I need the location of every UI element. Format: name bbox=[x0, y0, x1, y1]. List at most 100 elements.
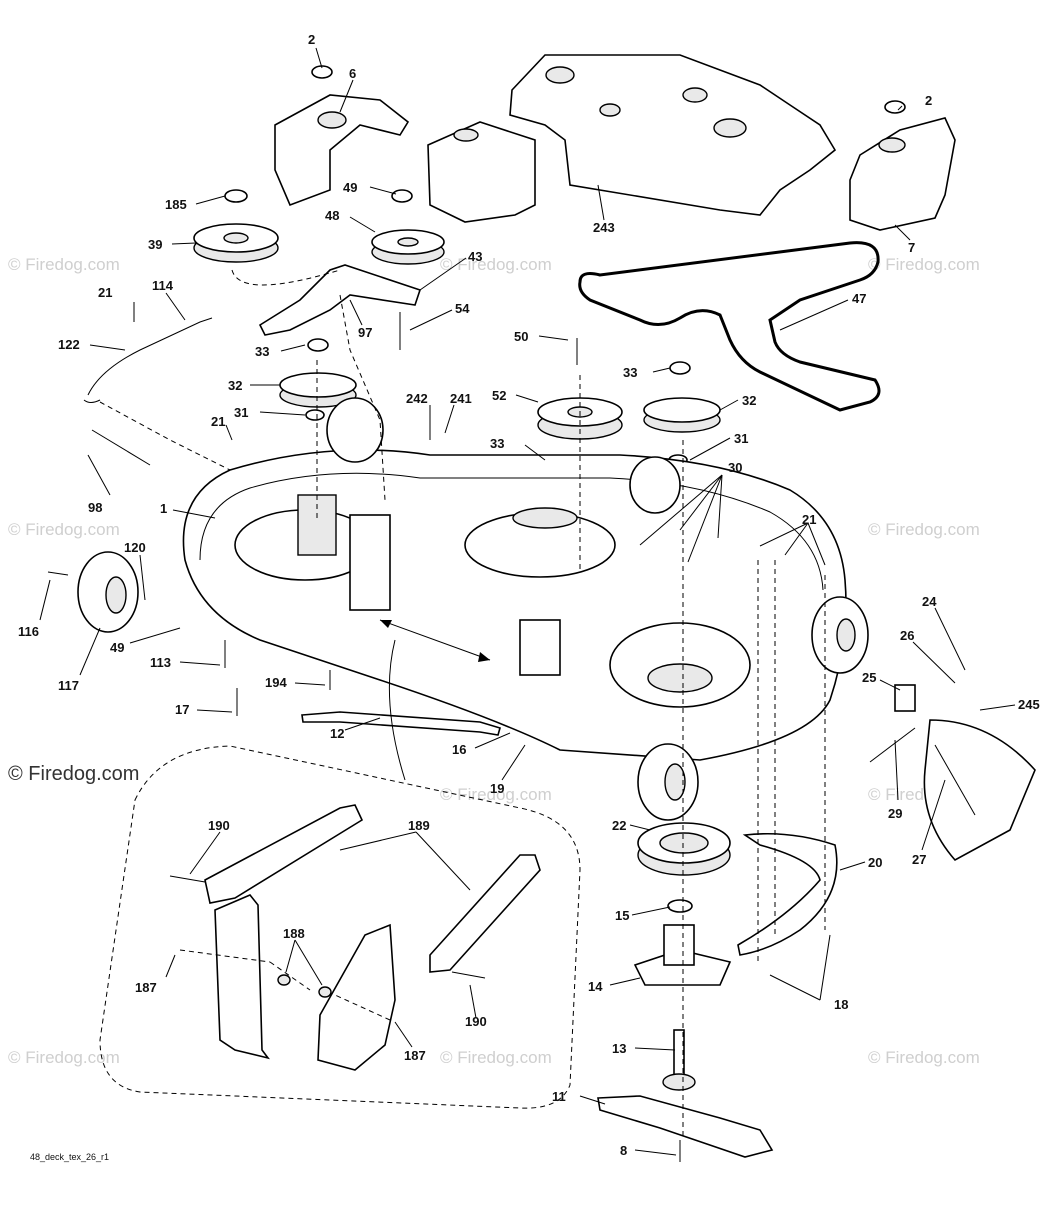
watermark: © Firedog.com bbox=[868, 520, 980, 539]
part-label[interactable]: 116 bbox=[18, 624, 39, 639]
part-label[interactable]: 25 bbox=[862, 670, 876, 685]
part-label[interactable]: 30 bbox=[728, 460, 742, 475]
part-label[interactable]: 47 bbox=[852, 291, 866, 306]
part-label[interactable]: 1 bbox=[160, 501, 167, 516]
blade-11 bbox=[597, 1095, 774, 1158]
watermark: © Firedog.com bbox=[440, 1048, 552, 1067]
part-label[interactable]: 187 bbox=[135, 980, 157, 995]
bolt-116 bbox=[47, 571, 69, 576]
part-label[interactable]: 32 bbox=[228, 378, 242, 393]
part-label[interactable]: 243 bbox=[593, 220, 615, 235]
bolt-190 bbox=[169, 875, 206, 883]
deflector-plate-left bbox=[214, 894, 270, 1060]
part-label[interactable]: 8 bbox=[620, 1143, 627, 1158]
part-label[interactable]: 190 bbox=[208, 818, 230, 833]
part-label[interactable]: 27 bbox=[912, 852, 926, 867]
watermark: © Firedog.com bbox=[8, 520, 120, 539]
baffle-20 bbox=[737, 832, 838, 956]
part-label[interactable]: 188 bbox=[283, 926, 305, 941]
nut-188 bbox=[318, 986, 332, 998]
diagram-code: 48_deck_tex_26_r1 bbox=[30, 1152, 109, 1162]
belt-cover-center-left bbox=[427, 121, 536, 223]
part-label[interactable]: 97 bbox=[358, 325, 372, 340]
part-label[interactable]: 2 bbox=[925, 93, 932, 108]
part-label[interactable]: 49 bbox=[110, 640, 124, 655]
spindle-housing-14 bbox=[633, 924, 732, 986]
part-label[interactable]: 113 bbox=[150, 655, 171, 670]
watermark: © Firedog.com bbox=[868, 255, 980, 274]
pulley-32-right bbox=[643, 361, 721, 466]
idler-pulley-39 bbox=[193, 189, 279, 263]
part-label[interactable]: 114 bbox=[152, 278, 174, 293]
part-label[interactable]: 26 bbox=[900, 628, 914, 643]
part-label[interactable]: 20 bbox=[868, 855, 882, 870]
part-label[interactable]: 29 bbox=[888, 806, 902, 821]
gauge-wheel-rear-left bbox=[326, 397, 384, 463]
part-label[interactable]: 31 bbox=[734, 431, 748, 446]
watermark: © Firedog.com bbox=[440, 785, 552, 804]
part-label[interactable]: 15 bbox=[615, 908, 629, 923]
rod-114 bbox=[87, 317, 213, 396]
leader-lines bbox=[39, 47, 1016, 1156]
link-12 bbox=[301, 711, 501, 736]
part-label[interactable]: 21 bbox=[211, 414, 225, 429]
part-label[interactable]: 2 bbox=[308, 32, 315, 47]
part-label[interactable]: 49 bbox=[343, 180, 357, 195]
bracket-arm-lower bbox=[429, 854, 541, 973]
part-label[interactable]: 187 bbox=[404, 1048, 426, 1063]
part-label[interactable]: 245 bbox=[1018, 697, 1040, 712]
bearing-housing-22 bbox=[637, 822, 731, 876]
part-label[interactable]: 33 bbox=[490, 436, 504, 451]
part-label[interactable]: 7 bbox=[908, 240, 915, 255]
idler-arm-43 bbox=[258, 264, 422, 336]
part-label[interactable]: 242 bbox=[406, 391, 428, 406]
part-label[interactable]: 39 bbox=[148, 237, 162, 252]
part-label[interactable]: 98 bbox=[88, 500, 102, 515]
part-label[interactable]: 31 bbox=[234, 405, 248, 420]
part-label[interactable]: 241 bbox=[450, 391, 472, 406]
belt-cover-left bbox=[274, 65, 410, 207]
part-label[interactable]: 194 bbox=[265, 675, 287, 690]
watermark: © Firedog.com bbox=[8, 1048, 120, 1067]
part-label[interactable]: 120 bbox=[124, 540, 146, 555]
part-label[interactable]: 17 bbox=[175, 702, 189, 717]
part-label[interactable]: 190 bbox=[465, 1014, 487, 1029]
gauge-wheel-117 bbox=[77, 551, 139, 633]
part-label[interactable]: 32 bbox=[742, 393, 756, 408]
part-label[interactable]: 16 bbox=[452, 742, 466, 757]
part-label[interactable]: 18 bbox=[834, 997, 848, 1012]
part-label[interactable]: 14 bbox=[588, 979, 603, 994]
part-label[interactable]: 185 bbox=[165, 197, 187, 212]
part-label[interactable]: 122 bbox=[58, 337, 80, 352]
part-label[interactable]: 33 bbox=[623, 365, 637, 380]
part-label[interactable]: 54 bbox=[455, 301, 470, 316]
drive-belt bbox=[578, 241, 881, 412]
part-label[interactable]: 21 bbox=[98, 285, 112, 300]
nut-188 bbox=[277, 974, 291, 986]
part-label[interactable]: 13 bbox=[612, 1041, 626, 1056]
watermark: © Firedog.com bbox=[868, 1048, 980, 1067]
washer-15 bbox=[667, 899, 693, 913]
part-label[interactable]: 189 bbox=[408, 818, 430, 833]
part-label[interactable]: 43 bbox=[468, 249, 482, 264]
inset-watermark: © Firedog.com bbox=[8, 763, 139, 785]
part-label[interactable]: 24 bbox=[922, 594, 937, 609]
bolt-190 bbox=[451, 971, 486, 979]
part-label[interactable]: 19 bbox=[490, 781, 504, 796]
part-label[interactable]: 11 bbox=[552, 1089, 566, 1104]
gauge-wheel-right bbox=[811, 596, 869, 674]
spindle-shaft-13 bbox=[662, 1029, 696, 1091]
part-label[interactable]: 50 bbox=[514, 329, 528, 344]
part-label[interactable]: 33 bbox=[255, 344, 269, 359]
part-label[interactable]: 12 bbox=[330, 726, 344, 741]
part-label[interactable]: 22 bbox=[612, 818, 626, 833]
deflector-plate-right bbox=[317, 923, 396, 1071]
part-label[interactable]: 52 bbox=[492, 388, 506, 403]
part-label[interactable]: 117 bbox=[58, 678, 79, 693]
watermark: © Firedog.com bbox=[8, 255, 120, 274]
part-label[interactable]: 48 bbox=[325, 208, 339, 223]
part-label[interactable]: 6 bbox=[349, 66, 356, 81]
inset-frame bbox=[99, 745, 581, 1109]
part-label[interactable]: 21 bbox=[802, 512, 816, 527]
